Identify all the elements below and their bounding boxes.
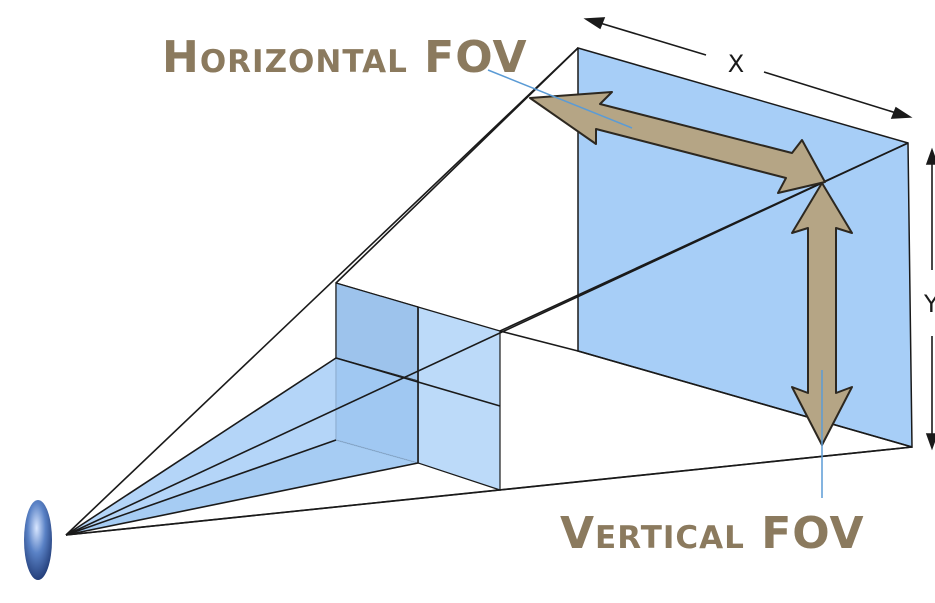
vertical-fov-title: Vertical FOV bbox=[560, 508, 865, 559]
x-dimension-arrow bbox=[583, 17, 913, 119]
horizontal-fov-leader bbox=[487, 69, 633, 129]
near-plane-right bbox=[417, 306, 501, 491]
x-dimension-label: X bbox=[728, 50, 744, 78]
frustum-fill-lower bbox=[66, 440, 418, 535]
frustum-fill bbox=[66, 358, 418, 535]
camera-lens bbox=[24, 500, 52, 580]
y-dimension-label: Y bbox=[923, 290, 935, 318]
horizontal-fov-title: Horizontal FOV bbox=[162, 32, 528, 83]
frustum-lines bbox=[65, 47, 913, 536]
y-dimension-arrow bbox=[925, 147, 935, 451]
far-image-plane bbox=[577, 47, 913, 448]
